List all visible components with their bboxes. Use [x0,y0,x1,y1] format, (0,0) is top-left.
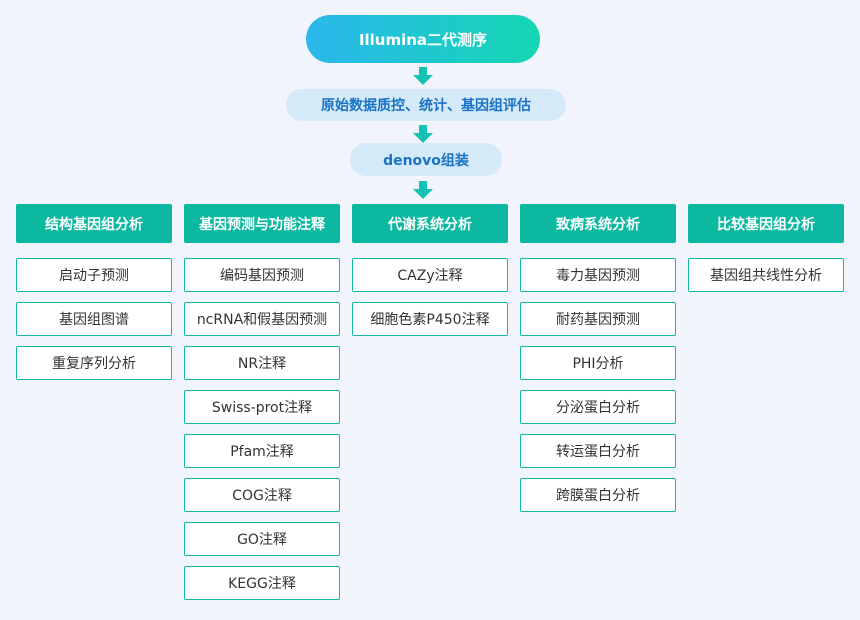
list-item: 重复序列分析 [16,346,172,380]
column-header: 致病系统分析 [520,204,676,243]
list-item: COG注释 [184,478,340,512]
list-item: 启动子预测 [16,258,172,292]
column-header: 代谢系统分析 [352,204,508,243]
list-item: 基因组图谱 [16,302,172,336]
down-arrow-icon [413,67,433,85]
list-item: 耐药基因预测 [520,302,676,336]
list-item: Pfam注释 [184,434,340,468]
list-item: Swiss-prot注释 [184,390,340,424]
sequencing-node: Illumina二代测序 [306,15,540,63]
list-item: 跨膜蛋白分析 [520,478,676,512]
list-item: 细胞色素P450注释 [352,302,508,336]
list-item: 基因组共线性分析 [688,258,844,292]
list-item: 编码基因预测 [184,258,340,292]
down-arrow-icon [413,181,433,199]
qc-node: 原始数据质控、统计、基因组评估 [286,89,566,121]
list-item: NR注释 [184,346,340,380]
column-header: 基因预测与功能注释 [184,204,340,243]
down-arrow-icon [413,125,433,143]
list-item: 分泌蛋白分析 [520,390,676,424]
list-item: CAZy注释 [352,258,508,292]
column-header: 比较基因组分析 [688,204,844,243]
list-item: KEGG注释 [184,566,340,600]
list-item: 转运蛋白分析 [520,434,676,468]
list-item: GO注释 [184,522,340,556]
column-header: 结构基因组分析 [16,204,172,243]
list-item: 毒力基因预测 [520,258,676,292]
list-item: PHI分析 [520,346,676,380]
list-item: ncRNA和假基因预测 [184,302,340,336]
assembly-node: denovo组装 [350,143,502,176]
